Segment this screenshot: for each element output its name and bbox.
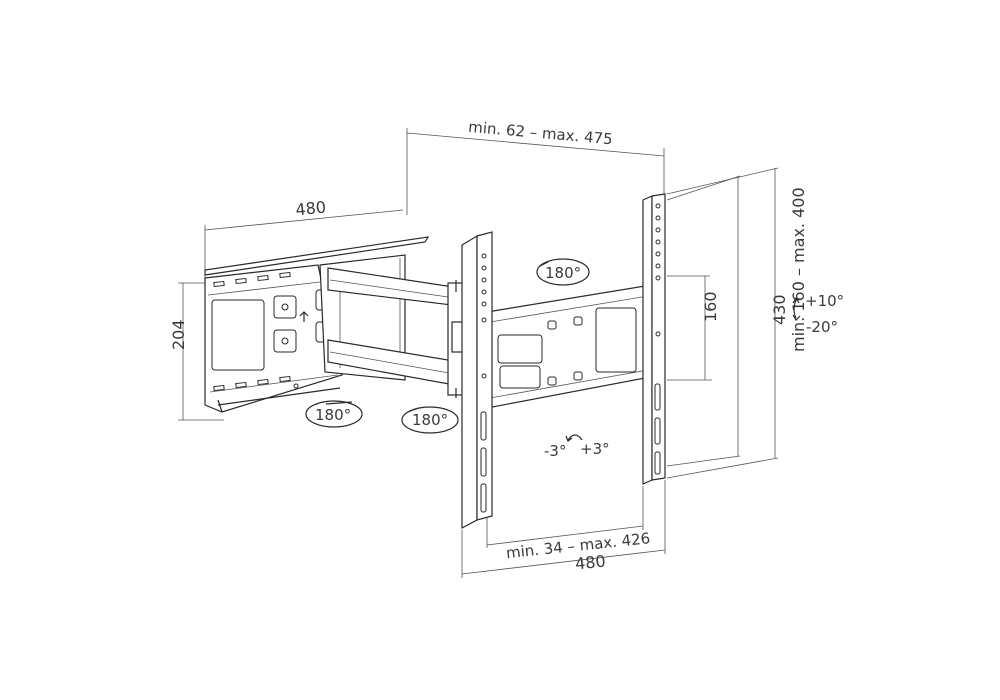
arm-extension-dimension: min. 62 – max. 475 [406, 118, 665, 215]
vesa-horizontal-dimension: min. 34 – max. 426 [486, 486, 651, 562]
wall-plate-height-dimension: 204 [169, 282, 224, 421]
rotation-arrow-icon [567, 434, 583, 441]
tilt-up-label: +10° [805, 292, 844, 310]
rotate-left-label: -3° [544, 442, 566, 460]
tv-rail [486, 285, 661, 409]
total-height-label: 430 [770, 294, 789, 325]
bracket-width-label: 480 [574, 551, 606, 573]
swivel-badge-elbow: 180° [401, 406, 459, 434]
swivel-badge-wall: 180° [305, 400, 363, 428]
vesa-vertical-min-dimension: 160 [667, 275, 720, 381]
arm-extension-label: min. 62 – max. 475 [468, 118, 614, 149]
swivel-arm-label: 180° [545, 264, 581, 282]
swivel-elbow-label: 180° [412, 411, 448, 429]
total-height-dimension: 430 [666, 167, 789, 479]
wall-plate-width-dimension: 480 [204, 197, 404, 280]
rotation-indicator: -3° +3° [544, 434, 610, 460]
swivel-badge-arm: 180° [536, 258, 590, 286]
swivel-wall-label: 180° [315, 406, 351, 424]
tv-strip-left [461, 231, 493, 529]
bracket-width-dimension: 480 [461, 480, 666, 578]
up-arrow-icon [299, 311, 309, 322]
tilt-arrow-icon [793, 299, 797, 319]
wall-plate-height-label: 204 [169, 319, 188, 350]
vesa-vertical-min-label: 160 [701, 291, 720, 322]
wall-plate-width-label: 480 [295, 197, 327, 219]
tilt-indicator: +10° -20° [792, 292, 844, 336]
tilt-down-label: -20° [806, 318, 838, 336]
rotate-right-label: +3° [580, 440, 610, 458]
tv-strip-right [642, 193, 666, 485]
